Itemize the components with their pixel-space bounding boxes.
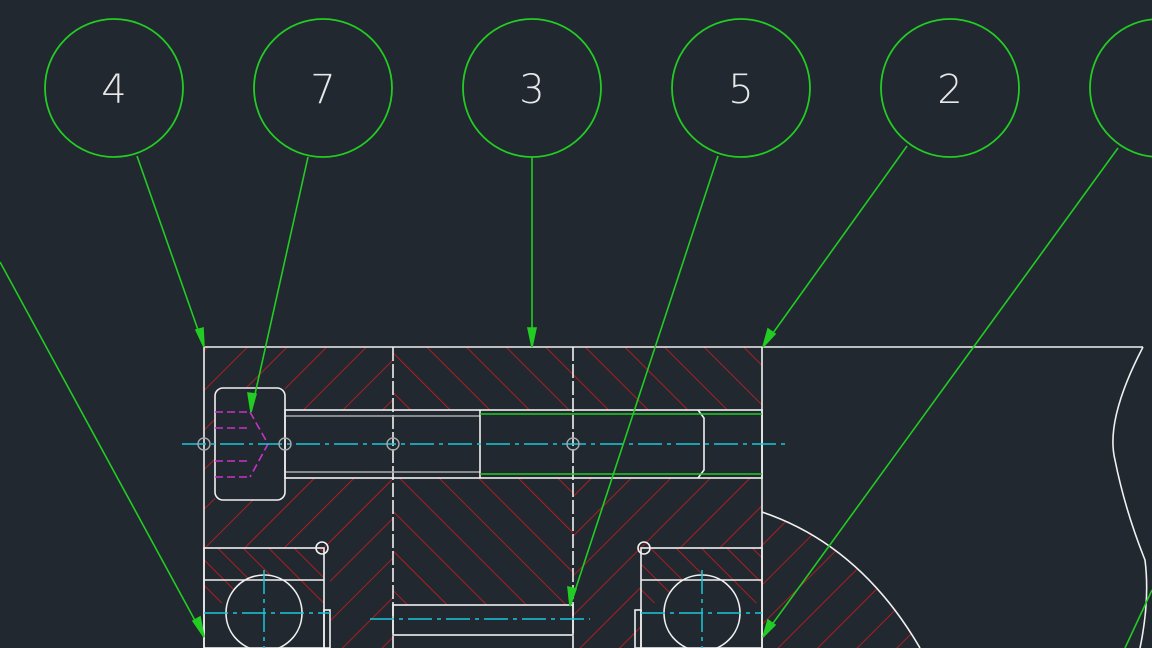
leader-7 [250, 156, 309, 413]
housing-arc [761, 511, 921, 648]
hatch-middle-top [393, 347, 573, 410]
arrow-icon [762, 618, 777, 638]
leader-6 [762, 147, 1119, 638]
arrow-icon [762, 327, 777, 348]
balloon-5[interactable]: 5 [671, 18, 811, 158]
plate-break-curve [1112, 346, 1148, 648]
balloon-partial[interactable] [1089, 18, 1152, 158]
main-outline [203, 346, 763, 648]
balloon-label: 2 [937, 67, 962, 113]
arrow-icon [247, 392, 258, 413]
hatch-housing [762, 512, 920, 648]
screw-thread [480, 413, 762, 475]
balloons: 4 7 3 5 2 [44, 18, 1152, 158]
sleeve [392, 604, 574, 636]
arrow-icon [194, 326, 205, 348]
bearing-left [203, 547, 325, 648]
leader-offscreen-left [0, 261, 205, 638]
leader-4 [136, 155, 205, 348]
hatch-right-top [573, 347, 762, 410]
balloon-7[interactable]: 7 [253, 18, 393, 158]
leader-offscreen-right [1124, 589, 1152, 648]
balloon-label: 5 [728, 67, 753, 113]
balloon-label: 7 [310, 67, 335, 113]
section-hatching [204, 347, 920, 648]
balloon-label: 3 [519, 67, 544, 113]
center-lines [182, 443, 785, 648]
balloon-label: 4 [101, 67, 126, 113]
center-markers [197, 437, 580, 451]
leader-5 [569, 155, 719, 607]
balloon-2[interactable]: 2 [880, 18, 1020, 158]
leader-lines [0, 145, 1152, 648]
arrow-icon [567, 585, 578, 607]
arrow-icon [191, 615, 205, 638]
balloon-4[interactable]: 4 [44, 18, 184, 158]
leader-2 [762, 145, 908, 348]
bearing-right [640, 547, 763, 648]
arrow-icon [527, 327, 537, 348]
balloon-3[interactable]: 3 [462, 18, 602, 158]
